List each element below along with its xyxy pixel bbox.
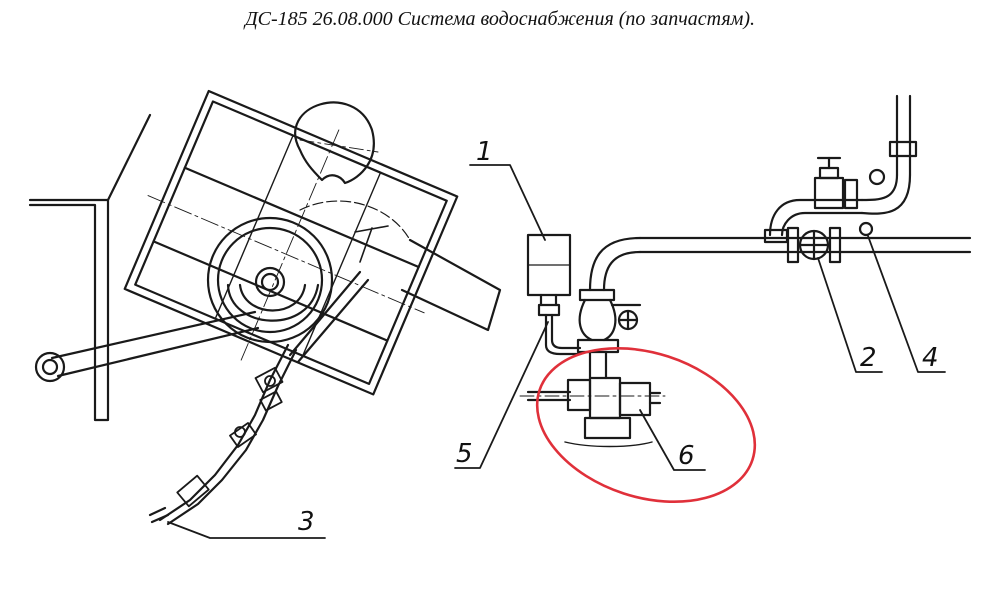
right-assembly [519, 94, 972, 448]
support-bracket [28, 198, 110, 422]
drawing-title: ДС-185 26.08.000 Система водоснабжения (… [244, 8, 756, 30]
riser-pipe [895, 94, 912, 177]
left-assembly [28, 89, 502, 526]
callout-1: 1 [476, 137, 493, 167]
main-pipe [638, 236, 972, 254]
hose-line [158, 343, 290, 522]
leader-3 [167, 521, 326, 539]
main-valve [786, 226, 842, 264]
callout-4: 4 [922, 343, 939, 373]
tank-dome [294, 101, 375, 185]
callout-5: 5 [456, 439, 473, 469]
container-1 [526, 233, 582, 356]
pump-unit [519, 376, 666, 448]
leader-4 [867, 235, 946, 373]
leader-1 [469, 164, 546, 241]
drum-outer [206, 216, 334, 344]
nozzle [400, 238, 502, 332]
leader-2 [817, 257, 883, 373]
callout-6: 6 [678, 441, 695, 471]
lever-arm [50, 310, 260, 378]
leader-6 [639, 409, 706, 471]
roller-wheel [34, 351, 66, 383]
upper-valve [813, 156, 859, 210]
leader-5 [454, 321, 549, 469]
leader-lines [167, 164, 946, 539]
highlight-ellipse [535, 346, 757, 504]
callout-3: 3 [298, 507, 315, 537]
callout-2: 2 [860, 343, 877, 373]
